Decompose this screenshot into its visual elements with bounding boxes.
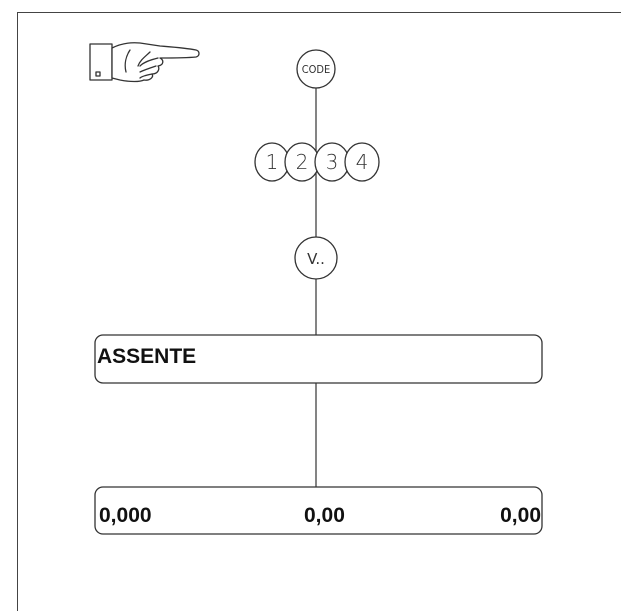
digit-key-3[interactable]: 3 (314, 142, 350, 182)
digit-key-4[interactable]: 4 (344, 142, 380, 182)
code-key-label: CODE (302, 63, 331, 76)
digit-key-2[interactable]: 2 (284, 142, 320, 182)
v-key-label: V.. (307, 250, 325, 268)
digit-key-2-label: 2 (296, 150, 309, 174)
digit-key-1[interactable]: 1 (254, 142, 290, 182)
page-frame (17, 12, 621, 611)
digit-key-3-label: 3 (326, 150, 339, 174)
digit-key-1-label: 1 (266, 150, 279, 174)
display-top-text: ASSENTE (97, 345, 196, 368)
display-bottom-value-3: 0,00 (500, 504, 541, 527)
display-bottom-value-2: 0,00 (304, 504, 345, 527)
code-key[interactable]: CODE (296, 49, 336, 89)
v-key[interactable]: V.. (294, 236, 338, 280)
display-bottom-value-1: 0,000 (99, 504, 152, 527)
digit-key-4-label: 4 (356, 150, 369, 174)
digit-keys: 1 2 3 4 (254, 142, 380, 182)
display-top: ASSENTE (94, 334, 543, 384)
display-bottom: 0,000 0,00 0,00 (94, 486, 543, 535)
pointing-hand-icon (89, 42, 200, 83)
